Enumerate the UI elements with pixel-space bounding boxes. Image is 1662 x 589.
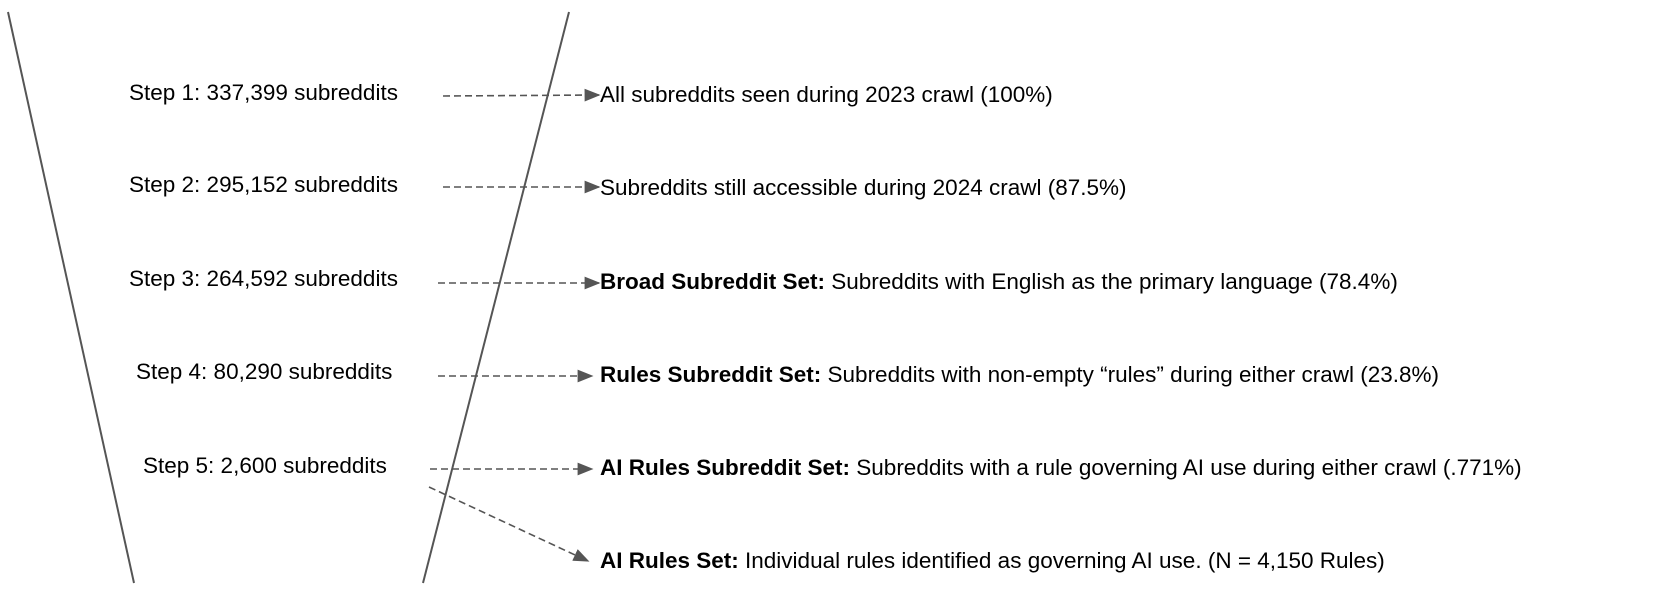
- final-description: AI Rules Set: Individual rules identifie…: [600, 548, 1385, 574]
- arrow-final: [428, 486, 590, 562]
- step-1-description: All subreddits seen during 2023 crawl (1…: [600, 82, 1053, 108]
- step-4-text: Subreddits with non-empty “rules” during…: [821, 362, 1440, 387]
- funnel-right-edge: [422, 11, 570, 584]
- step-3-label: Step 3: 264,592 subreddits: [129, 266, 398, 291]
- funnel-left-edge: [7, 11, 135, 584]
- step-3-text: Subreddits with English as the primary l…: [825, 269, 1398, 294]
- step-5-label: Step 5: 2,600 subreddits: [143, 453, 387, 478]
- step-4-set-name: Rules Subreddit Set:: [600, 362, 822, 387]
- step-4-description: Rules Subreddit Set: Subreddits with non…: [600, 362, 1439, 388]
- step-5-text: Subreddits with a rule governing AI use …: [850, 455, 1522, 480]
- step-2-label: Step 2: 295,152 subreddits: [129, 172, 398, 197]
- step-4-label: Step 4: 80,290 subreddits: [136, 359, 393, 384]
- step-1-label: Step 1: 337,399 subreddits: [129, 80, 398, 105]
- step-1-text: All subreddits seen during 2023 crawl (1…: [600, 82, 1053, 107]
- final-set-name: AI Rules Set:: [600, 548, 739, 573]
- step-5-set-name: AI Rules Subreddit Set:: [600, 455, 851, 480]
- step-5-description: AI Rules Subreddit Set: Subreddits with …: [600, 455, 1522, 481]
- step-3-description: Broad Subreddit Set: Subreddits with Eng…: [600, 269, 1398, 295]
- arrow-step-1: [442, 88, 601, 102]
- step-3-set-name: Broad Subreddit Set:: [600, 269, 826, 294]
- step-2-description: Subreddits still accessible during 2024 …: [600, 175, 1127, 201]
- step-2-text: Subreddits still accessible during 2024 …: [600, 175, 1127, 200]
- final-text: Individual rules identified as governing…: [738, 548, 1385, 573]
